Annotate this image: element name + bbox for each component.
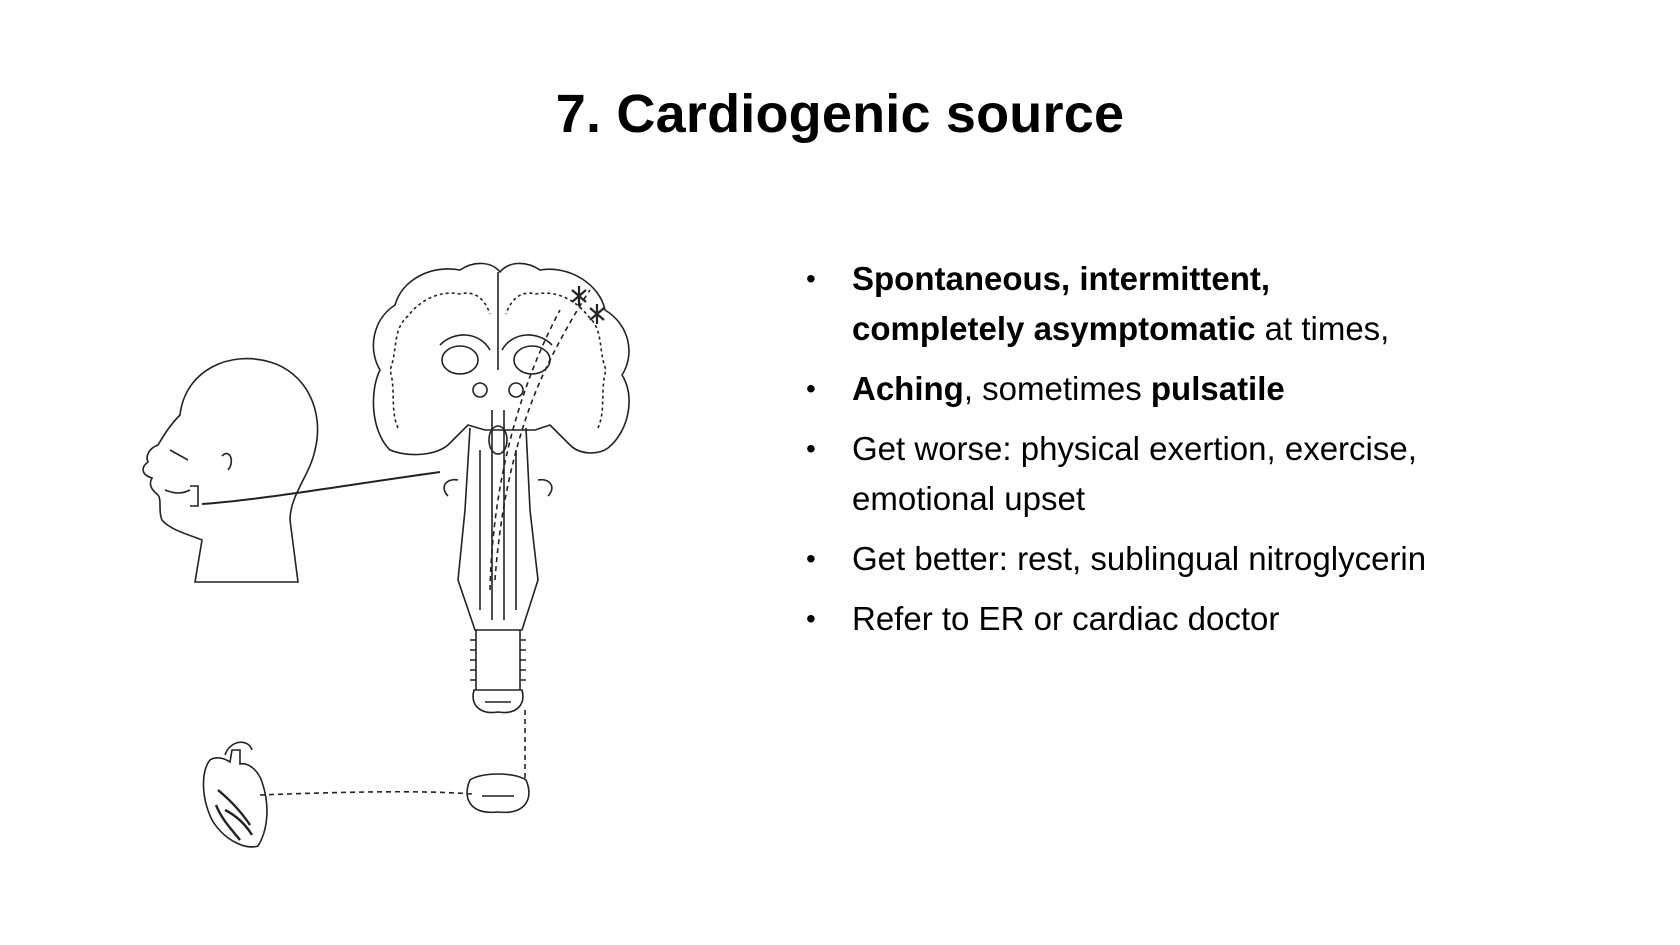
- bullet-text: at times,: [1255, 310, 1390, 347]
- brain-icon: [372, 262, 630, 456]
- bullet-item: • Spontaneous, intermittent, completely …: [800, 254, 1560, 354]
- bullet-item: • Aching, sometimes pulsatile: [800, 364, 1560, 414]
- bullet-text: Refer to ER or cardiac doctor: [852, 600, 1280, 637]
- bullet-dot-icon: •: [806, 263, 816, 294]
- bullet-text: pulsatile: [1150, 370, 1285, 407]
- bullet-text: , sometimes: [963, 370, 1151, 407]
- bullet-text: Get worse: physical exertion, exercise, …: [852, 430, 1417, 517]
- spinal-segment-icon: [466, 773, 530, 814]
- bullet-item: • Get better: rest, sublingual nitroglyc…: [800, 534, 1560, 584]
- bullet-dot-icon: •: [806, 603, 816, 634]
- bullet-item: • Get worse: physical exertion, exercise…: [800, 424, 1560, 524]
- heart-icon: [202, 741, 268, 848]
- bullet-item: • Refer to ER or cardiac doctor: [800, 594, 1560, 644]
- bullet-text: completely asymptomatic: [852, 310, 1256, 347]
- bullet-text: Spontaneous, intermittent,: [852, 260, 1271, 297]
- bullet-dot-icon: •: [806, 433, 816, 464]
- bullet-text: Aching: [852, 370, 964, 407]
- slide-title: 7. Cardiogenic source: [555, 84, 1125, 144]
- cardiac-referred-pain-diagram-icon: [142, 262, 630, 848]
- bullet-dot-icon: •: [806, 373, 816, 404]
- bullet-text: Get better: rest, sublingual nitroglycer…: [852, 540, 1427, 577]
- bullet-dot-icon: •: [806, 543, 816, 574]
- pain-marker-icon: [571, 286, 605, 324]
- brainstem-icon: [443, 410, 553, 714]
- bullet-list: • Spontaneous, intermittent, completely …: [800, 254, 1560, 654]
- head-profile-icon: [142, 357, 319, 583]
